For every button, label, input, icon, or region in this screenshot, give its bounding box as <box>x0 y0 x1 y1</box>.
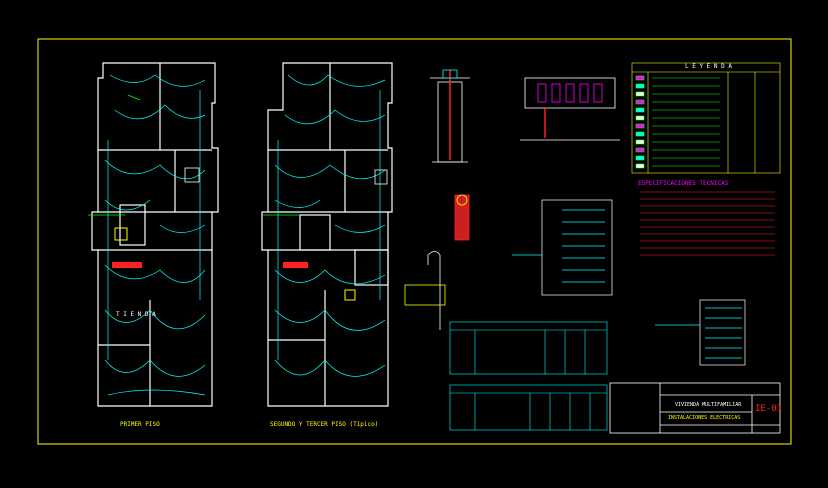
single-line-diagram-1 <box>512 199 613 296</box>
meter-pole-detail <box>404 194 470 330</box>
load-table-2 <box>449 384 608 431</box>
legend-table <box>631 62 781 174</box>
legend-symbol <box>635 131 645 137</box>
title-block-frame <box>609 382 781 434</box>
sheet-code: IE-01 <box>755 404 783 414</box>
second-floor-circuits <box>274 74 386 377</box>
second-floor-plan <box>261 62 393 407</box>
legend-title: L E Y E N D A <box>685 63 732 70</box>
second-floor-title: SEGUNDO Y TERCER PISO (Típico) <box>270 421 379 428</box>
second-floor-fixtures <box>262 169 388 301</box>
legend-symbol <box>635 139 645 145</box>
legend-symbol <box>635 163 645 169</box>
title-block-project: VIVIENDA MULTIFAMILIAR <box>675 402 742 408</box>
legend-symbol <box>635 123 645 129</box>
legend-symbol <box>635 83 645 89</box>
title-block-discipline: INSTALACIONES ELECTRICAS <box>668 415 741 421</box>
legend-symbol <box>635 147 645 153</box>
legend-symbol <box>635 75 645 81</box>
legend-symbol <box>635 99 645 105</box>
grounding-well-detail <box>430 69 470 163</box>
legend-symbol <box>635 91 645 97</box>
single-line-diagram-2 <box>655 299 746 366</box>
legend-symbol <box>635 155 645 161</box>
legend-symbol <box>635 107 645 113</box>
first-floor-plan <box>91 62 219 407</box>
sheet-frame <box>37 38 792 445</box>
first-floor-title: PRIMER PISO <box>120 421 160 428</box>
notes-title: ESPECIFICACIONES TECNICAS <box>638 180 729 187</box>
notes-lines <box>640 191 775 256</box>
legend-symbol <box>635 115 645 121</box>
load-table-1 <box>449 321 608 375</box>
legend-rows <box>635 75 720 169</box>
first-floor-ground-wiring <box>88 94 141 216</box>
first-floor-circuits <box>104 74 206 396</box>
tienda-room-label: T I E N D A <box>116 311 156 318</box>
first-floor-fixtures <box>112 167 200 268</box>
panel-board-elevation <box>520 77 620 141</box>
